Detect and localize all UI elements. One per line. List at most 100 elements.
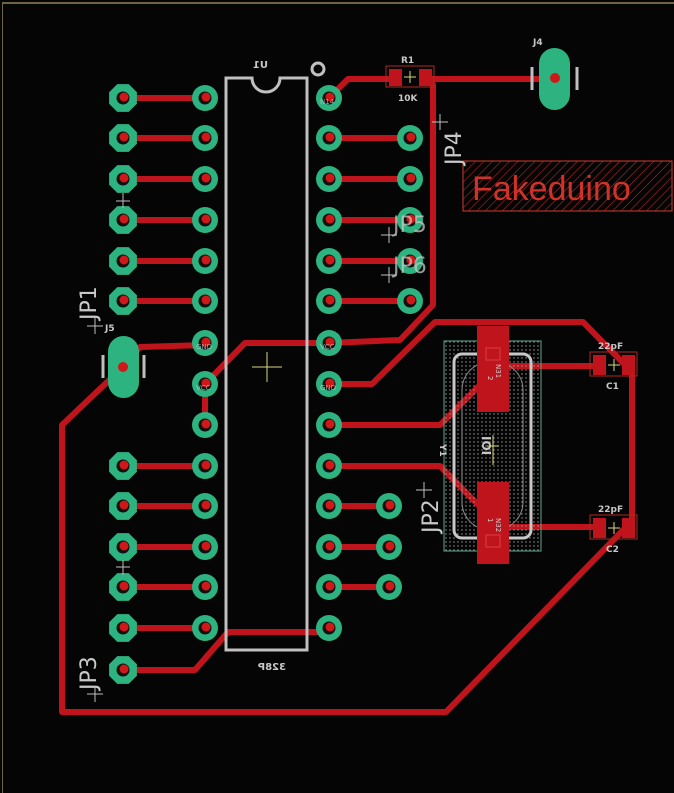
ic-pin-right[interactable]	[316, 85, 342, 111]
pad-drill	[325, 581, 335, 591]
pad-drill	[385, 500, 395, 510]
header-jp4-pad[interactable]	[397, 248, 423, 274]
c1-pad-1[interactable]	[593, 355, 606, 375]
r1-pad-1[interactable]	[389, 69, 402, 86]
ic-pin-left[interactable]	[192, 534, 218, 560]
pad-drill	[325, 173, 335, 183]
ic-pin-left[interactable]	[192, 493, 218, 519]
jumper-j4[interactable]: J4	[530, 38, 579, 110]
header-jp4-pad[interactable]	[397, 288, 423, 314]
ic-pin-right[interactable]	[316, 534, 342, 560]
ic-pin-right[interactable]	[316, 125, 342, 151]
board-name-label[interactable]: Fakeduino	[462, 160, 673, 212]
trace[interactable]	[326, 319, 635, 525]
ic-pin-right[interactable]	[316, 574, 342, 600]
pad-net-label: GND	[196, 343, 212, 351]
capacitor-c2[interactable]: 22pF C2	[589, 505, 638, 555]
ic-pin-right[interactable]	[316, 288, 342, 314]
ic-u1[interactable]: U1 328P	[224, 60, 326, 673]
header-jp2-pad[interactable]	[376, 493, 402, 519]
header-jp3-pad[interactable]	[109, 573, 137, 601]
ic-pin-right[interactable]	[316, 330, 342, 356]
ic-pin-right[interactable]	[316, 371, 342, 397]
header-jp2-pad[interactable]	[376, 534, 402, 560]
header-jp1-pad[interactable]	[109, 124, 137, 152]
pad-drill	[325, 255, 335, 265]
ic-pin-right[interactable]	[316, 453, 342, 479]
jumper-j5[interactable]: J5	[101, 324, 146, 398]
pad-drill	[325, 132, 335, 142]
header-jp4-pad[interactable]	[397, 207, 423, 233]
pad-net-label: VCC	[196, 384, 211, 392]
pad-drill	[325, 295, 335, 305]
trace[interactable]	[202, 340, 332, 387]
pad-drill	[325, 419, 335, 429]
ic-pin-left[interactable]	[192, 371, 218, 397]
header-jp1-label: JP1	[77, 286, 102, 322]
crystal-origin-icon	[487, 435, 499, 465]
trace[interactable]	[120, 629, 332, 673]
ic-pin-left[interactable]	[192, 166, 218, 192]
resistor-r1[interactable]: R1 10K	[385, 56, 435, 104]
ic-pin-left[interactable]	[192, 615, 218, 641]
ic-pin-left[interactable]	[192, 125, 218, 151]
crystal-pad-2[interactable]	[477, 326, 509, 412]
header-jp1-pad[interactable]	[109, 165, 137, 193]
c2-pad-2[interactable]	[622, 518, 635, 538]
pad-drill	[201, 132, 211, 142]
crystal-pad-1-net: N32	[494, 518, 502, 532]
ic-pin-left[interactable]	[192, 412, 218, 438]
c2-origin-icon	[608, 522, 620, 534]
crystal-pad-1[interactable]	[477, 482, 509, 564]
pad-drill	[201, 460, 211, 470]
header-jp3-pad[interactable]	[109, 614, 137, 642]
header-jp1-pad[interactable]	[109, 206, 137, 234]
crystal-pad-1-num: 1	[486, 518, 494, 522]
pad-drill	[325, 337, 335, 347]
header-jp1-pad[interactable]	[109, 287, 137, 315]
j5-drill	[118, 362, 128, 372]
header-jp1-pad[interactable]	[109, 247, 137, 275]
header-jp4-pad[interactable]	[397, 166, 423, 192]
pad-drill	[119, 541, 129, 551]
r1-pad-2[interactable]	[419, 69, 432, 86]
header-jp2-pad[interactable]	[376, 574, 402, 600]
board-name-text: Fakeduino	[472, 170, 631, 208]
pad-drill	[201, 173, 211, 183]
ic-pin-left[interactable]	[192, 574, 218, 600]
pad-drill	[325, 460, 335, 470]
ic-pin-right[interactable]	[316, 248, 342, 274]
pad-drill	[201, 92, 211, 102]
capacitor-c1[interactable]: 22pF C1	[589, 342, 638, 392]
pad-drill	[119, 255, 129, 265]
pad-drill	[325, 214, 335, 224]
crystal-y1[interactable]: 2 N31 1 N32 IOI Y1	[437, 326, 542, 564]
pad-drill	[325, 92, 335, 102]
trace[interactable]	[59, 364, 631, 715]
header-jp1-pad[interactable]	[109, 84, 137, 112]
header-jp3-pad[interactable]	[109, 656, 137, 684]
c1-pad-2[interactable]	[622, 355, 635, 375]
c1-value: 22pF	[598, 342, 623, 352]
ic-pin-right[interactable]	[316, 412, 342, 438]
pad-net-label: VCC	[320, 343, 335, 351]
ic-pin-left[interactable]	[192, 207, 218, 233]
header-jp3-pad[interactable]	[109, 452, 137, 480]
pad-drill	[119, 622, 129, 632]
ic-pin-left[interactable]	[192, 453, 218, 479]
header-jp3-pad[interactable]	[109, 533, 137, 561]
ic-pin-right[interactable]	[316, 207, 342, 233]
ic-pin-left[interactable]	[192, 330, 218, 356]
header-jp4-pad[interactable]	[397, 125, 423, 151]
ic-pin-right[interactable]	[316, 166, 342, 192]
ic-pin-left[interactable]	[192, 288, 218, 314]
header-jp3-pad[interactable]	[109, 492, 137, 520]
ic-pin-left[interactable]	[192, 85, 218, 111]
ic-pin-right[interactable]	[316, 493, 342, 519]
ic-pin-right[interactable]	[316, 615, 342, 641]
ic-pin-left[interactable]	[192, 248, 218, 274]
c2-pad-1[interactable]	[593, 518, 606, 538]
